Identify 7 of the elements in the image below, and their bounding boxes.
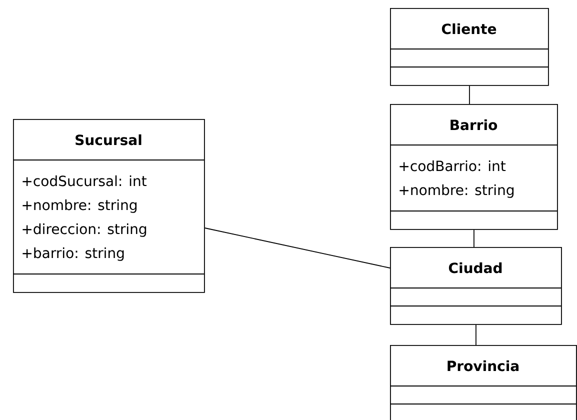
association-line — [469, 85, 470, 104]
class-box: Provincia — [390, 345, 577, 420]
class-box: Sucursal +codSucursal: int +nombre: string +direccion: string +barrio: string — [12, 119, 205, 293]
class-box: Ciudad — [390, 247, 562, 325]
class-box: Cliente — [390, 8, 549, 86]
class-box: Barrio +codBarrio: int +nombre: string — [390, 104, 558, 230]
association-line — [204, 228, 390, 268]
